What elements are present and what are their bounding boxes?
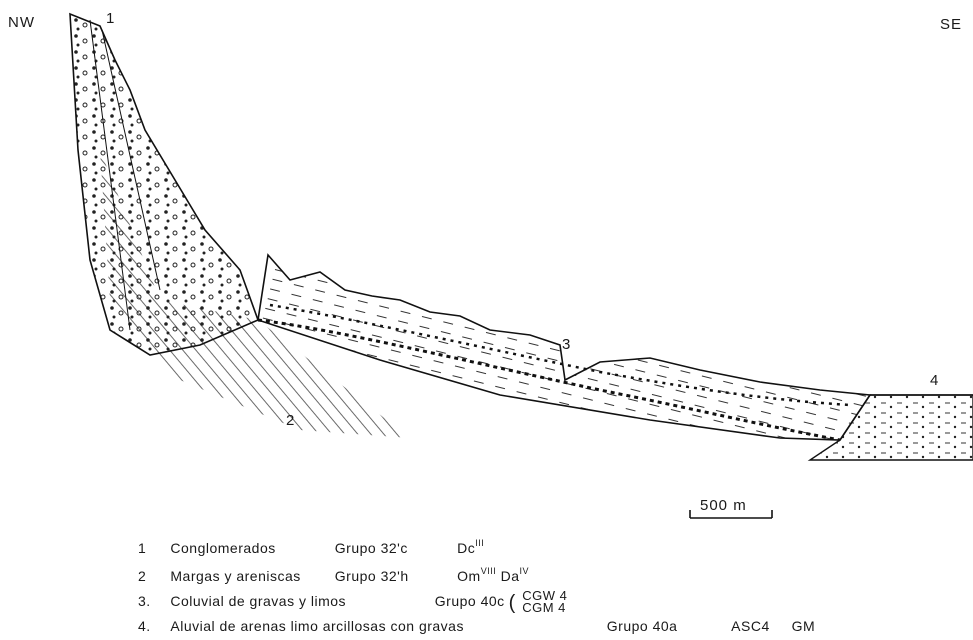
legend-item-1: 1 Conglomerados Grupo 32'c DcIII	[138, 538, 484, 556]
unit-2-label: 2	[286, 412, 296, 429]
unit-2-marls	[100, 150, 410, 438]
legend-name: Coluvial de gravas y limos	[170, 592, 347, 609]
unit-3-label: 3	[562, 336, 572, 353]
bed-line-1	[89, 19, 131, 331]
legend-num: 3.	[138, 592, 151, 609]
gravel-band	[257, 318, 841, 442]
legend-code: ASC4	[731, 618, 770, 634]
scale-label: 500 m	[700, 497, 747, 514]
legend-extra: OmVIII DaIV	[457, 566, 530, 584]
legend-item-2: 2 Margas y areniscas Grupo 32'h OmVIII D…	[138, 566, 529, 584]
scale-bar	[689, 510, 773, 519]
legend-num: 4.	[138, 618, 151, 634]
legend-name: Margas y areniscas	[170, 568, 301, 584]
unit-4-label: 4	[930, 372, 940, 389]
unit-3-colluvium	[257, 253, 872, 441]
legend-num: 2	[138, 568, 147, 584]
legend-item-4: 4. Aluvial de arenas limo arcillosas con…	[138, 618, 815, 634]
legend-item-3: 3. Coluvial de gravas y limos Grupo 40c(…	[138, 588, 568, 615]
orientation-se: SE	[940, 16, 963, 33]
legend-name: Aluvial de arenas limo arcillosas con gr…	[170, 618, 464, 634]
legend-num: 1	[138, 540, 147, 556]
legend-group: Grupo 40c	[434, 592, 505, 609]
legend-name: Conglomerados	[170, 540, 276, 556]
unit-1-conglomerates	[69, 12, 260, 356]
legend-extra: DcIII	[457, 538, 485, 556]
bed-line-2	[101, 29, 161, 291]
legend-group: Grupo 32'h	[334, 568, 409, 584]
legend-group: Grupo 40a	[606, 618, 678, 634]
legend-group: Grupo 32'c	[334, 540, 408, 556]
unit-1-label: 1	[106, 10, 116, 27]
orientation-nw: NW	[8, 14, 35, 31]
legend-code: GM	[791, 618, 816, 634]
